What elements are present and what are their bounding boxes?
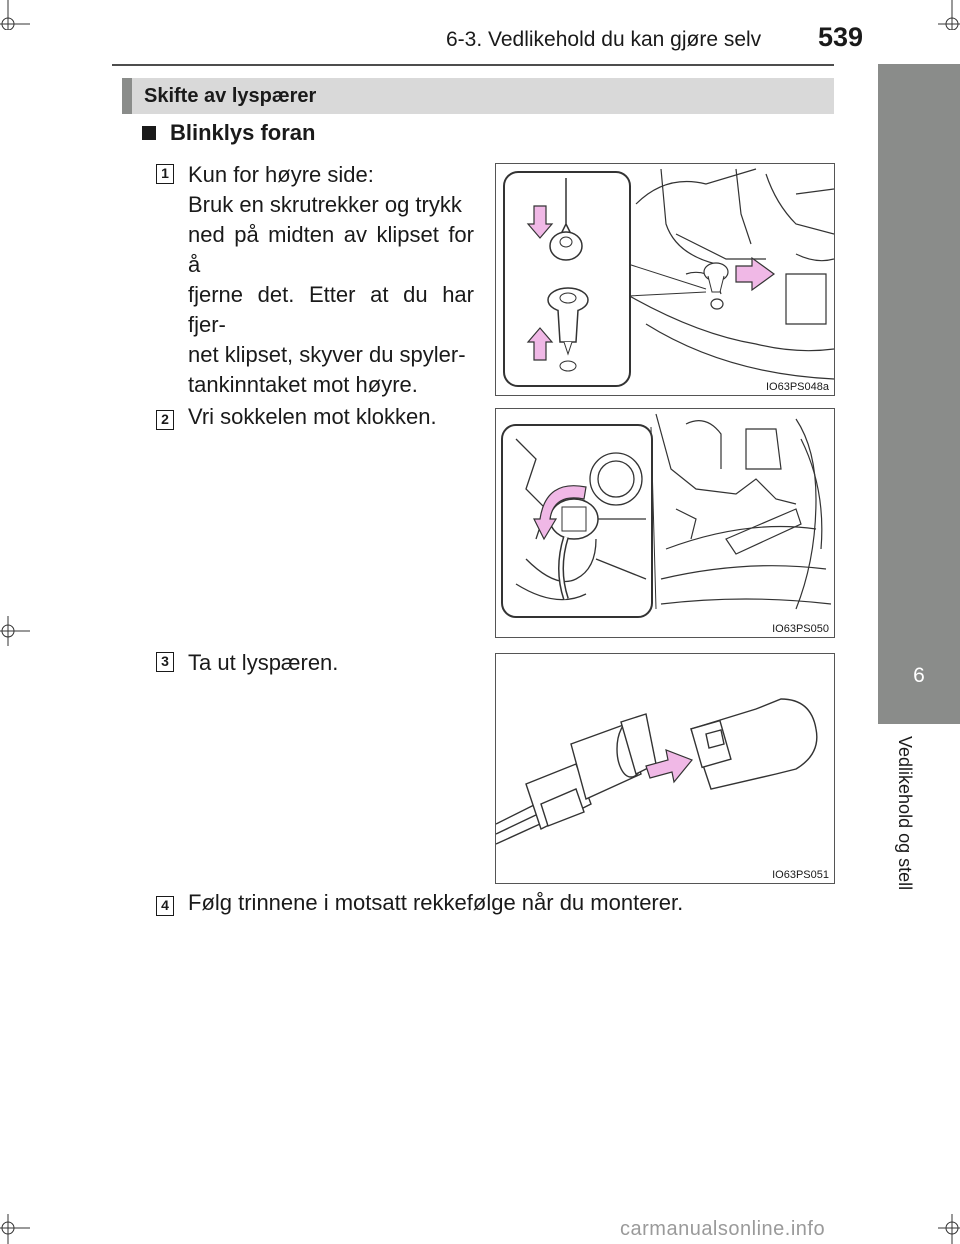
figure-code: IO63PS050: [769, 623, 832, 635]
step-1-line: net klipset, skyver du spyler-: [188, 342, 466, 367]
page-number: 539: [818, 22, 864, 52]
arrow-up-icon: [526, 327, 554, 361]
rotate-arrow-icon: [533, 485, 587, 541]
square-bullet-icon: [142, 126, 156, 140]
arrow-right-icon: [735, 256, 776, 292]
figure-code: IO63PS048a: [763, 381, 832, 393]
figure-clip-removal: IO63PS048a: [495, 163, 835, 396]
step-badge-4: 4: [156, 896, 174, 916]
step-4-text: Følg trinnene i motsatt rekkefølge når d…: [188, 890, 684, 915]
figure-bulb-removal: IO63PS051: [495, 653, 835, 884]
figure-code: IO63PS051: [769, 869, 832, 881]
chapter-tab: [878, 64, 960, 724]
header-rule: [112, 64, 834, 66]
section-title: Skifte av lyspærer: [144, 85, 317, 107]
step-1-text: Kun for høyre side: Bruk en skrutrekker …: [188, 160, 474, 400]
step-badge-2: 2: [156, 410, 174, 430]
step-3-text: Ta ut lyspæren.: [188, 650, 339, 675]
step-1-line: Kun for høyre side:: [188, 162, 374, 187]
subsection-title: Blinklys foran: [170, 120, 316, 145]
section-header-bar: Skifte av lyspærer: [122, 78, 834, 114]
subsection-heading: Blinklys foran: [142, 120, 315, 146]
clip-removal-illustration: [503, 168, 834, 387]
step-badge-3: 3: [156, 652, 174, 672]
crop-mark-top-right: [938, 0, 960, 30]
header-title: 6-3. Vedlikehold du kan gjøre selv: [446, 28, 762, 51]
chapter-label: Vedlikehold og stell: [895, 736, 915, 891]
step-1-line: fjerne det. Etter at du har fjer-: [188, 282, 474, 337]
step-1-line: ned på midten av klipset for å: [188, 222, 474, 277]
bulb-removal-illustration: [496, 698, 818, 845]
step-badge-1: 1: [156, 164, 174, 184]
crop-mark-bottom-right: [938, 1214, 960, 1244]
step-2-text: Vri sokkelen mot klokken.: [188, 404, 437, 429]
crop-mark-bottom-left: [0, 1214, 30, 1244]
chapter-number: 6: [913, 664, 925, 687]
figure-socket-rotate: IO63PS050: [495, 408, 835, 638]
socket-rotate-illustration: [501, 413, 832, 618]
watermark: carmanualsonline.info: [620, 1218, 826, 1240]
arrow-down-icon: [526, 205, 554, 239]
crop-mark-mid-left: [0, 616, 30, 646]
chapter-label-container: Vedlikehold og stell: [885, 736, 915, 906]
step-1-line: Bruk en skrutrekker og trykk: [188, 192, 462, 217]
crop-mark-top-left: [0, 0, 30, 30]
arrow-right-icon: [645, 749, 693, 784]
step-1-line: tankinntaket mot høyre.: [188, 372, 418, 397]
